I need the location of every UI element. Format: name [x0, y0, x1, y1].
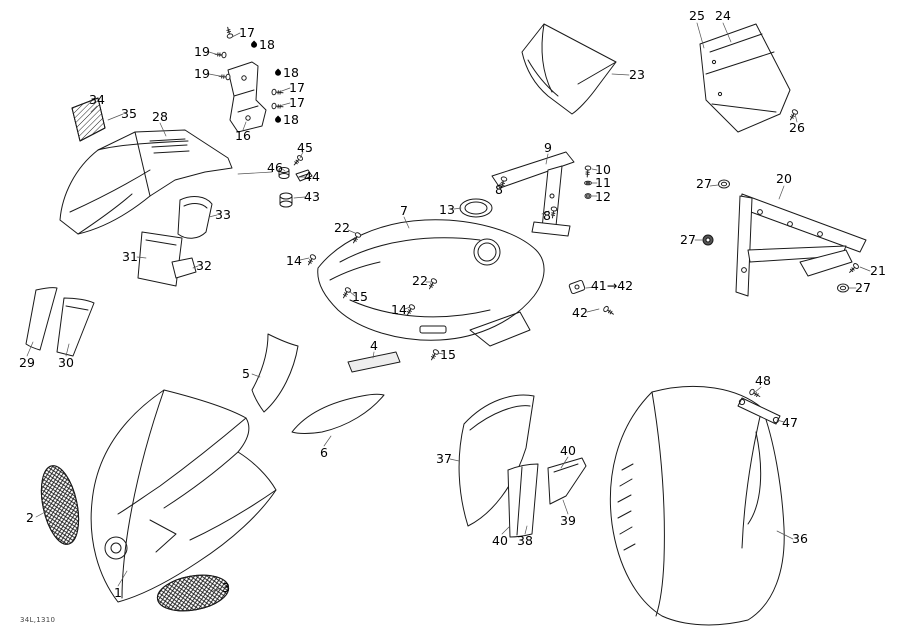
- part-label-2: 2: [26, 509, 34, 525]
- part-label-18: 18: [273, 113, 299, 127]
- part-label-5: 5: [242, 365, 250, 381]
- part-label-13: 13: [439, 201, 455, 217]
- part-label-39: 39: [560, 512, 576, 528]
- part-panel-38: [507, 463, 539, 538]
- part-label-19: 19: [194, 43, 210, 59]
- diagram-code: 34L,1310: [20, 616, 56, 624]
- part-front-assembly-1: [90, 389, 277, 603]
- part-label-22: 22: [412, 272, 428, 288]
- part-label-1: 1: [114, 584, 122, 600]
- part-label-23: 23: [629, 66, 645, 82]
- part-panel-32: [171, 257, 197, 279]
- part-label-14: 14: [286, 252, 302, 268]
- part-label-46: 46: [267, 159, 283, 175]
- part-label-17: 17: [289, 79, 305, 95]
- part-trims-29-30: [25, 287, 95, 357]
- part-label-3: 3: [222, 579, 230, 595]
- part-label-36: 36: [792, 530, 808, 546]
- part-hood-36: [609, 385, 785, 626]
- part-label-42: 42: [572, 304, 588, 320]
- part-label-27: 27: [680, 231, 696, 247]
- part-label-33: 33: [215, 206, 231, 222]
- part-label-17: 17: [239, 24, 255, 40]
- part-deflector-6: [291, 393, 385, 434]
- part-label-40: 40: [560, 442, 576, 458]
- part-label-4: 4: [370, 337, 378, 353]
- part-label-47: 47: [782, 414, 798, 430]
- part-label-27: 27: [696, 175, 712, 191]
- part-label-11: 11: [595, 174, 611, 190]
- loctite-droplet-icon: [249, 40, 259, 50]
- part-label-45: 45: [297, 139, 313, 155]
- part-vent-34: [71, 97, 106, 142]
- part-strap-47-48: [737, 388, 781, 425]
- part-frame-20: [735, 193, 867, 297]
- part-label-12: 12: [595, 188, 611, 204]
- part-label-21: 21: [870, 262, 886, 278]
- part-ring-13: [459, 198, 493, 218]
- part-label-16: 16: [235, 127, 251, 143]
- part-label-8: 8: [543, 207, 551, 223]
- part-label-24: 24: [715, 7, 731, 23]
- part-label-31: 31: [122, 248, 138, 264]
- part-label-22: 22: [334, 219, 350, 235]
- part-label-26: 26: [789, 119, 805, 135]
- part-label-18: 18: [273, 66, 299, 80]
- part-label-6: 6: [320, 444, 328, 460]
- part-label-19: 19: [194, 65, 210, 81]
- part-label-17: 17: [289, 94, 305, 110]
- part-deflector-5: [251, 333, 299, 413]
- part-clip-41-42: [568, 279, 616, 317]
- part-mesh-2: [40, 465, 80, 545]
- part-side-panel-28: [59, 129, 233, 235]
- part-label-34: 34: [89, 91, 105, 107]
- leader-lines: [26, 22, 871, 592]
- part-label-48: 48: [755, 372, 771, 388]
- loctite-droplet-icon: [273, 68, 283, 78]
- part-label-10: 10: [595, 161, 611, 177]
- part-screw-21: [847, 262, 860, 275]
- part-label-37: 37: [436, 450, 452, 466]
- part-windshield-23: [521, 23, 617, 115]
- part-label-7: 7: [400, 202, 408, 218]
- part-label-30: 30: [58, 354, 74, 370]
- part-label-25: 25: [689, 7, 705, 23]
- part-strip-4: [347, 351, 401, 373]
- part-label-32: 32: [196, 257, 212, 273]
- part-label-28: 28: [152, 108, 168, 124]
- part-label-15: 15: [352, 288, 368, 304]
- part-label-14: 14: [391, 301, 407, 317]
- part-bracket-16: [214, 26, 284, 133]
- part-label-27: 27: [855, 279, 871, 295]
- part-label-15: 15: [440, 346, 456, 362]
- part-panel-37: [458, 394, 535, 527]
- part-label-29: 29: [19, 354, 35, 370]
- part-console-7: [317, 219, 545, 347]
- part-label-18: 18: [249, 38, 275, 52]
- part-grommets-27: [702, 179, 849, 293]
- part-label-20: 20: [776, 170, 792, 186]
- part-windshield-24-25: [699, 23, 791, 133]
- part-fasteners-43-46: [278, 154, 313, 208]
- part-label-35: 35: [121, 105, 137, 121]
- part-label-38: 38: [517, 532, 533, 548]
- part-label-41-42: 41→42: [590, 277, 634, 293]
- part-label-44: 44: [304, 168, 320, 184]
- part-bracket-9: [491, 151, 575, 237]
- part-label-8: 8: [495, 181, 503, 197]
- loctite-droplet-icon: [273, 115, 283, 125]
- part-label-43: 43: [304, 188, 320, 204]
- part-label-9: 9: [544, 139, 552, 155]
- part-panel-31: [137, 231, 183, 287]
- part-mesh-3: [156, 574, 230, 612]
- part-bracket-39: [547, 457, 587, 505]
- part-label-40: 40: [492, 532, 508, 548]
- part-fasteners-10-11-12: [583, 165, 592, 199]
- part-panel-33: [177, 196, 213, 239]
